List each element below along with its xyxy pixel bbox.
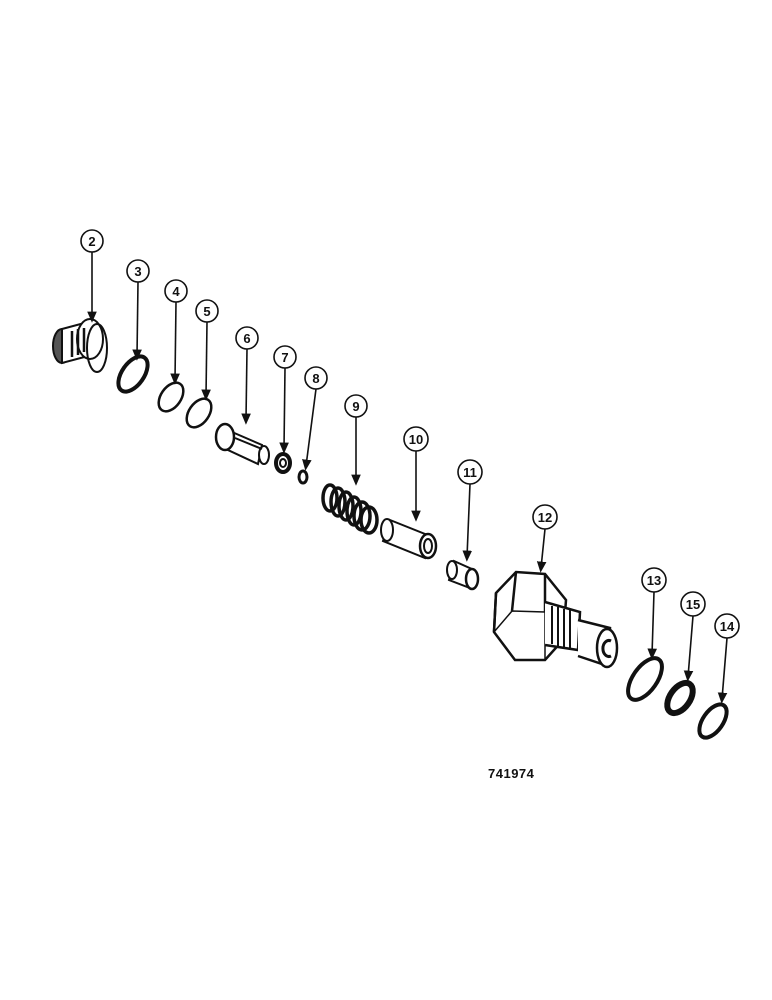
part-10-sleeve — [380, 518, 438, 560]
callout-label: 15 — [686, 597, 700, 612]
callout-label: 2 — [88, 234, 95, 249]
callout-label: 8 — [312, 371, 319, 386]
callout-13: 13 — [641, 567, 667, 660]
callout-label: 9 — [352, 399, 359, 414]
callout-label: 12 — [538, 510, 552, 525]
callout-10: 10 — [403, 426, 429, 522]
callout-label: 14 — [720, 619, 735, 634]
callout-label: 4 — [172, 284, 180, 299]
part-7-small-spring — [274, 452, 292, 474]
callout-6: 6 — [235, 326, 259, 425]
part-15-seal-ring — [664, 679, 696, 717]
callout-15: 15 — [680, 591, 706, 682]
part-8-small-ring — [297, 469, 309, 485]
part-12-fitting-body — [492, 570, 619, 669]
part-14-o-ring — [697, 702, 729, 740]
callout-group: 2 3 4 5 6 7 8 — [80, 229, 740, 704]
callout-5: 5 — [195, 299, 219, 401]
part-2-threaded-plug — [52, 318, 108, 373]
callout-8: 8 — [302, 366, 328, 471]
part-4-backup-ring — [157, 381, 185, 413]
callout-label: 5 — [203, 304, 210, 319]
figure-number: 741974 — [488, 766, 535, 781]
callout-4: 4 — [164, 279, 188, 385]
callout-3: 3 — [126, 259, 150, 361]
part-13-o-ring — [626, 656, 664, 702]
part-6-poppet — [214, 422, 270, 466]
part-5-backup-ring — [185, 397, 213, 429]
callout-9: 9 — [344, 394, 368, 486]
callout-7: 7 — [273, 345, 297, 454]
callout-12: 12 — [532, 504, 558, 573]
callout-label: 10 — [409, 432, 423, 447]
callout-label: 7 — [281, 350, 288, 365]
part-11-bushing — [446, 559, 480, 591]
callout-11: 11 — [457, 459, 483, 562]
callout-label: 11 — [463, 465, 477, 480]
callout-label: 6 — [243, 331, 250, 346]
callout-14: 14 — [714, 613, 740, 704]
callout-label: 13 — [647, 573, 661, 588]
part-9-spring — [321, 483, 379, 535]
callout-2: 2 — [80, 229, 104, 323]
part-3-o-ring — [116, 354, 150, 394]
callout-label: 3 — [134, 264, 141, 279]
